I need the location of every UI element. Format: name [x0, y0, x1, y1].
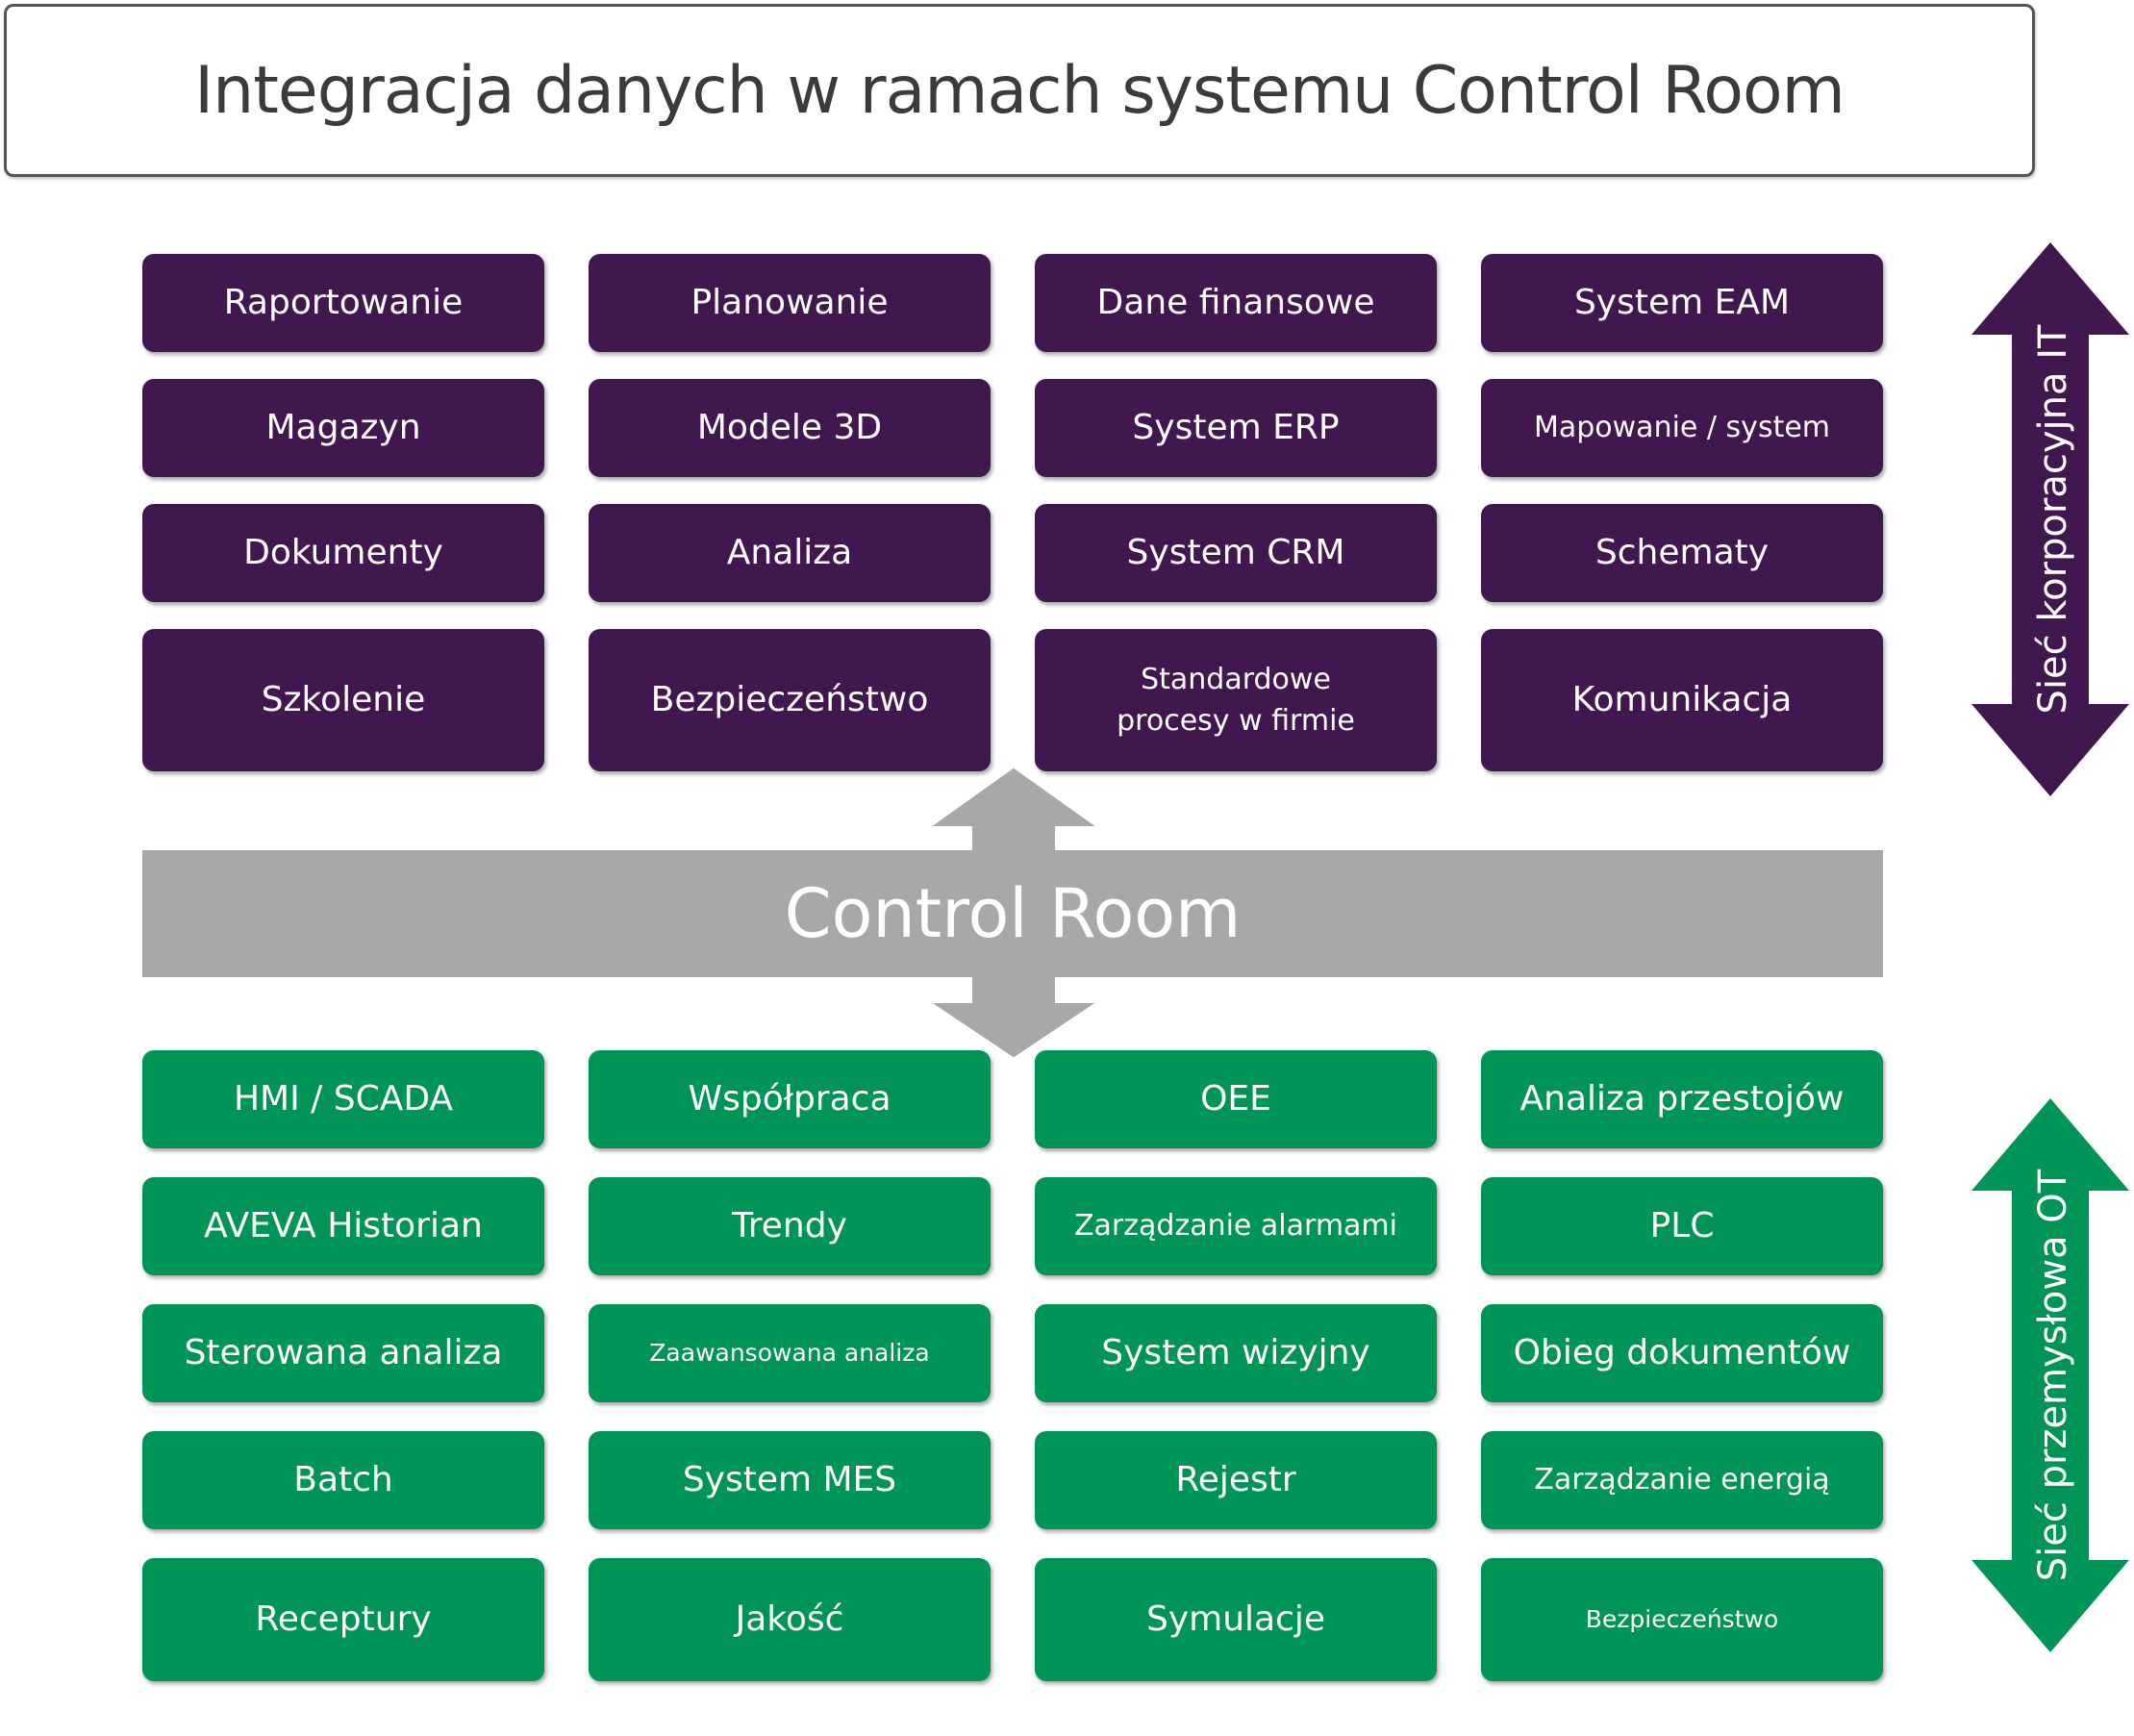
title-box: Integracja danych w ramach systemu Contr… — [4, 4, 2035, 177]
it-network-double-arrow — [1971, 242, 2129, 796]
ot-box-sterowana-analiza: Sterowana analiza — [142, 1304, 544, 1402]
diagram-title: Integracja danych w ramach systemu Contr… — [194, 52, 1845, 129]
ot-box-symulacje: Symulacje — [1035, 1558, 1437, 1681]
ot-box-trendy: Trendy — [589, 1177, 991, 1275]
ot-box-system-wizyjny: System wizyjny — [1035, 1304, 1437, 1402]
it-box-raportowanie: Raportowanie — [142, 254, 544, 352]
it-arrow-shape — [1971, 242, 2129, 796]
ot-box-zaawansowana-analiza: Zaawansowana analiza — [589, 1304, 991, 1402]
it-box-system-eam: System EAM — [1481, 254, 1883, 352]
it-box-dokumenty: Dokumenty — [142, 504, 544, 602]
it-box-modele-3d: Modele 3D — [589, 379, 991, 477]
it-systems-grid: Raportowanie Planowanie Dane finansowe S… — [142, 254, 1883, 771]
ot-box-rejestr: Rejestr — [1035, 1431, 1437, 1529]
ot-box-batch: Batch — [142, 1431, 544, 1529]
ot-network-label: Sieć przemysłowa OT — [2031, 1169, 2075, 1582]
it-box-analiza: Analiza — [589, 504, 991, 602]
ot-box-bezpieczenstwo: Bezpieczeństwo — [1481, 1558, 1883, 1681]
it-box-mapowanie: Mapowanie / system — [1481, 379, 1883, 477]
it-box-magazyn: Magazyn — [142, 379, 544, 477]
ot-box-oee: OEE — [1035, 1050, 1437, 1148]
it-box-schematy: Schematy — [1481, 504, 1883, 602]
it-box-planowanie: Planowanie — [589, 254, 991, 352]
ot-box-wspolpraca: Współpraca — [589, 1050, 991, 1148]
ot-network-double-arrow — [1971, 1098, 2129, 1652]
ot-box-plc: PLC — [1481, 1177, 1883, 1275]
ot-box-zarzadzanie-alarmami: Zarządzanie alarmami — [1035, 1177, 1437, 1275]
ot-box-receptury: Receptury — [142, 1558, 544, 1681]
ot-box-hmi-scada: HMI / SCADA — [142, 1050, 544, 1148]
ot-arrow-shape — [1971, 1098, 2129, 1652]
it-network-label: Sieć korporacyjna IT — [2031, 324, 2075, 715]
it-box-system-crm: System CRM — [1035, 504, 1437, 602]
it-box-system-erp: System ERP — [1035, 379, 1437, 477]
it-box-bezpieczenstwo: Bezpieczeństwo — [589, 629, 991, 771]
it-box-komunikacja: Komunikacja — [1481, 629, 1883, 771]
ot-systems-grid: HMI / SCADA Współpraca OEE Analiza przes… — [142, 1050, 1883, 1681]
it-box-standardowe-procesy: Standardowe procesy w firmie — [1035, 629, 1437, 771]
it-box-dane-finansowe: Dane finansowe — [1035, 254, 1437, 352]
ot-box-aveva-historian: AVEVA Historian — [142, 1177, 544, 1275]
ot-box-system-mes: System MES — [589, 1431, 991, 1529]
ot-box-zarzadzanie-energia: Zarządzanie energią — [1481, 1431, 1883, 1529]
it-box-szkolenie: Szkolenie — [142, 629, 544, 771]
ot-box-jakosc: Jakość — [589, 1558, 991, 1681]
control-room-label: Control Room — [784, 874, 1242, 953]
control-room-bar — [142, 850, 1883, 977]
ot-box-obieg-dokumentow: Obieg dokumentów — [1481, 1304, 1883, 1402]
ot-box-analiza-przestojow: Analiza przestojów — [1481, 1050, 1883, 1148]
